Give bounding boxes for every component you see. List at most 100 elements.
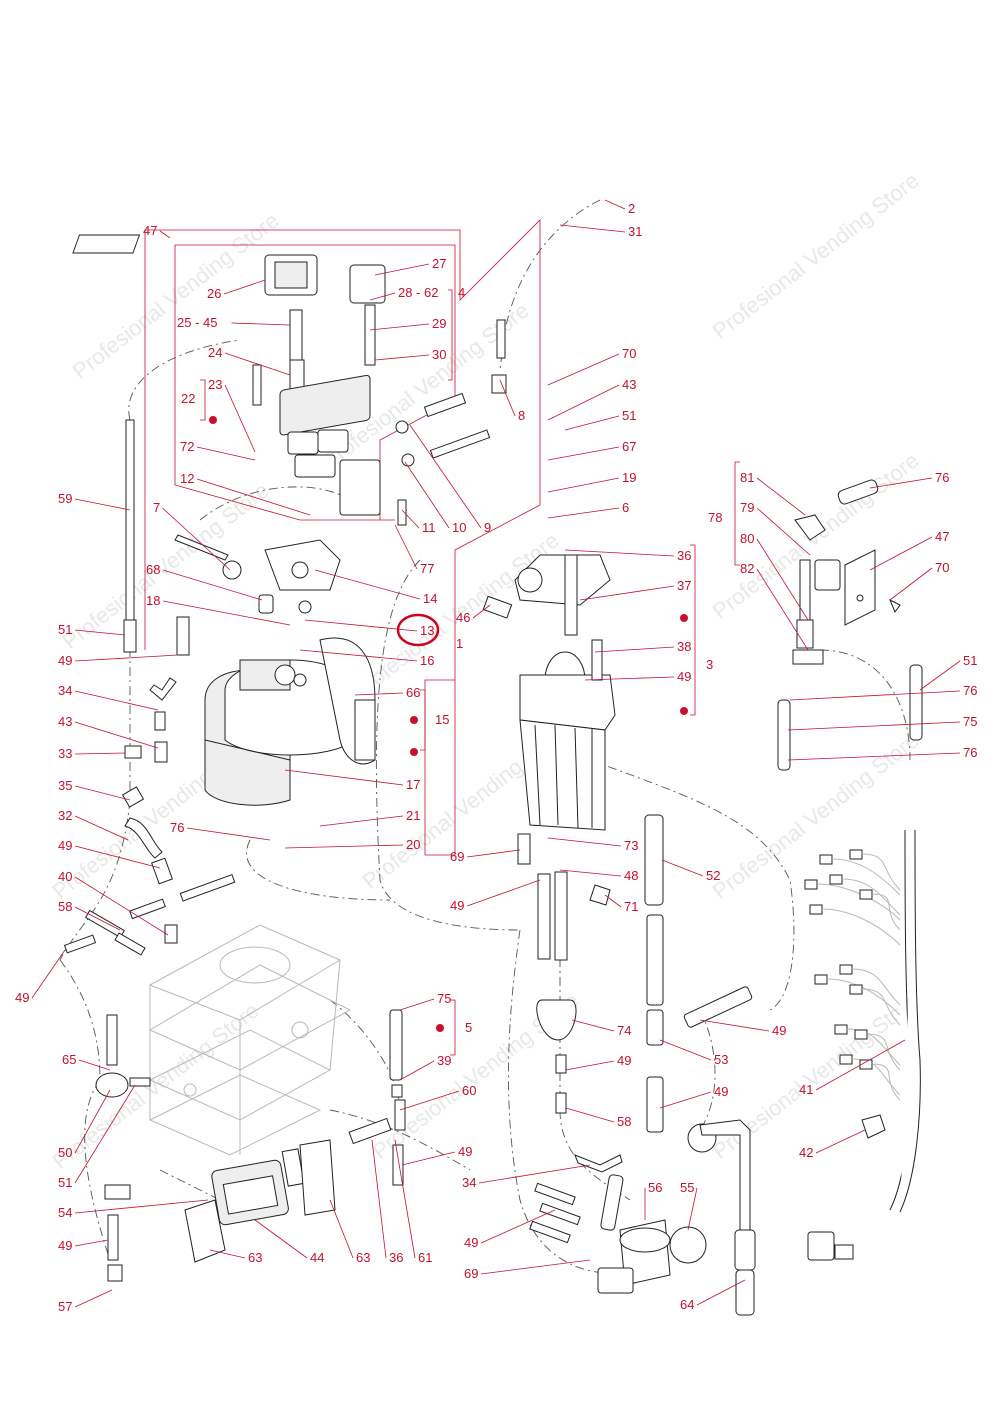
- callout-label-c49f: 49: [458, 1144, 472, 1159]
- callout-label-c74: 74: [617, 1023, 631, 1038]
- callout-label-c18: 18: [146, 593, 160, 608]
- leader-line: [604, 894, 622, 908]
- callout-label-c38: 38: [677, 639, 691, 654]
- leader-line: [584, 676, 675, 681]
- callout-label-c40: 40: [58, 869, 72, 884]
- callout-label-c44: 44: [310, 1250, 324, 1265]
- leader-line: [499, 379, 516, 417]
- harness-connector: [839, 964, 853, 975]
- callout-label-c34b: 34: [462, 1175, 476, 1190]
- callout-label-c55: 55: [680, 1180, 694, 1195]
- callout-label-c49g: 49: [617, 1053, 631, 1068]
- harness-connector: [804, 879, 818, 890]
- leader-line: [74, 498, 131, 511]
- leader-line: [787, 721, 961, 731]
- callout-label-c5: 5: [465, 1020, 472, 1035]
- callout-label-c51b: 51: [58, 622, 72, 637]
- leader-line: [399, 1060, 435, 1081]
- callout-label-c76c: 76: [963, 683, 977, 698]
- leader-line: [399, 998, 435, 1011]
- harness-connector: [839, 1054, 853, 1065]
- callout-label-c36b: 36: [389, 1250, 403, 1265]
- bullet-dot: [410, 716, 418, 724]
- leader-line: [756, 507, 811, 556]
- callout-label-c43b: 43: [58, 714, 72, 729]
- leader-line: [756, 477, 806, 516]
- leader-line: [74, 1084, 136, 1184]
- callout-label-c46: 46: [456, 610, 470, 625]
- leader-line: [223, 279, 266, 295]
- leader-line: [284, 844, 404, 849]
- callout-label-c49b: 49: [58, 838, 72, 853]
- leader-line: [329, 1199, 354, 1259]
- watermark-text: Profesional Vending Store: [708, 728, 924, 904]
- leader-line: [869, 477, 933, 489]
- leader-line: [74, 1239, 109, 1247]
- callout-label-c7: 7: [153, 500, 160, 515]
- left-tubes: [63, 419, 341, 956]
- callout-label-c82: 82: [740, 561, 754, 576]
- callout-label-c31: 31: [628, 224, 642, 239]
- leader-line: [466, 849, 521, 858]
- leader-line: [559, 224, 626, 233]
- callout-label-c69a: 69: [450, 849, 464, 864]
- leader-line: [74, 1089, 111, 1154]
- bullet-dots: [209, 416, 688, 1032]
- leader-line: [374, 354, 430, 361]
- harness-connector: [829, 874, 843, 885]
- harness-wire: [871, 893, 901, 931]
- leader-line: [401, 1151, 456, 1166]
- leader-line: [162, 507, 231, 571]
- harness-wire: [861, 988, 901, 1026]
- leader-line: [869, 536, 933, 571]
- callout-label-c26: 26: [207, 286, 221, 301]
- leader-line: [31, 949, 66, 999]
- callout-label-c1: 1: [456, 636, 463, 651]
- callout-label-c29: 29: [432, 316, 446, 331]
- leader-line: [224, 384, 256, 453]
- harness-wire: [846, 1028, 901, 1066]
- central-tank: [348, 554, 753, 1186]
- callout-label-c58a: 58: [58, 899, 72, 914]
- callout-label-c51a: 51: [622, 408, 636, 423]
- callout-label-c72: 72: [180, 439, 194, 454]
- callout-label-c63a: 63: [248, 1250, 262, 1265]
- leader-line: [74, 690, 159, 711]
- leader-line: [547, 353, 620, 386]
- callout-label-c61: 61: [418, 1250, 432, 1265]
- callout-label-c9: 9: [484, 520, 491, 535]
- leader-line: [401, 509, 420, 529]
- leader-line: [354, 692, 404, 696]
- callout-label-c33: 33: [58, 746, 72, 761]
- callout-label-c28: 28 - 62: [398, 285, 438, 300]
- callout-label-c41: 41: [799, 1082, 813, 1097]
- callout-label-c64: 64: [680, 1297, 694, 1312]
- callout-label-c47a: 47: [143, 223, 157, 238]
- leader-line: [231, 322, 291, 326]
- callout-label-c49e: 49: [450, 898, 464, 913]
- harness-connector: [859, 889, 873, 900]
- leader-line: [254, 1219, 308, 1259]
- leader-line: [284, 769, 404, 786]
- leader-line: [787, 752, 961, 761]
- callout-label-c49h: 49: [772, 1023, 786, 1038]
- callout-label-c65: 65: [62, 1052, 76, 1067]
- leader-line: [78, 1059, 111, 1071]
- leader-line: [547, 507, 620, 519]
- leader-line: [547, 384, 620, 421]
- callout-label-c13: 13: [420, 623, 434, 638]
- bottom-parts: [95, 1014, 756, 1316]
- callout-label-c4: 4: [458, 285, 465, 300]
- callout-label-c14: 14: [423, 591, 437, 606]
- callout-label-c25: 25 - 45: [177, 315, 217, 330]
- harness-wire: [851, 968, 901, 1006]
- callout-label-c70b: 70: [935, 560, 949, 575]
- leader-line: [209, 1249, 246, 1259]
- leader-line: [371, 1139, 387, 1259]
- leader-line: [74, 845, 161, 869]
- leader-line: [565, 1060, 615, 1071]
- leader-line: [756, 538, 809, 621]
- callout-label-c2: 2: [628, 201, 635, 216]
